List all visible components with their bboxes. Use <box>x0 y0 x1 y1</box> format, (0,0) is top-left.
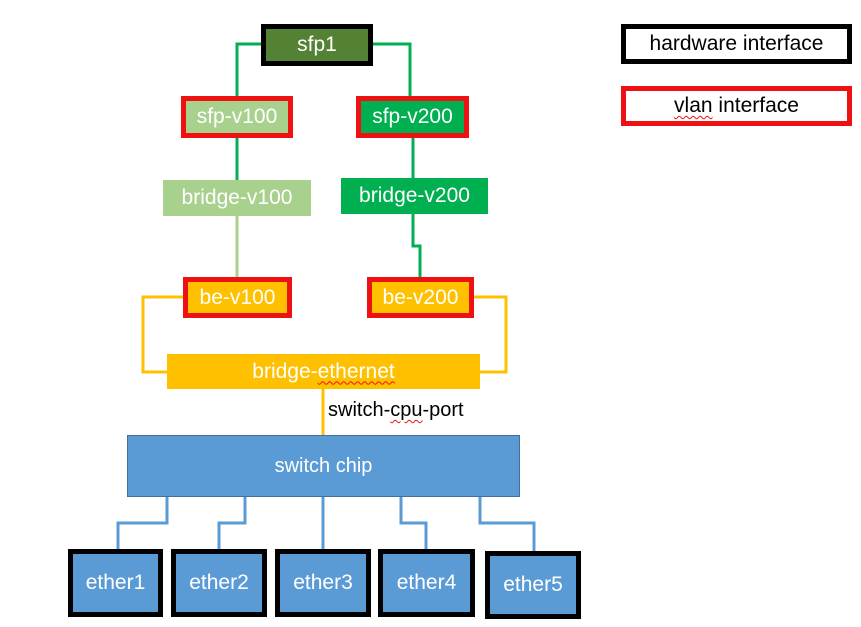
bridge-v200-node: bridge-v200 <box>341 178 488 214</box>
sfp-v100-node: sfp-v100 <box>181 96 293 138</box>
legend-hardware-label: hardware interface <box>649 32 824 55</box>
link-be-v100-bridge-ethernet <box>141 295 184 374</box>
sfp-v200-node: sfp-v200 <box>356 96 469 138</box>
legend-hardware-interface: hardware interface <box>621 24 852 64</box>
ether3-node: ether3 <box>275 549 371 617</box>
bridge-v200-label: bridge-v200 <box>359 184 470 207</box>
legend-vlan-suffix: interface <box>712 94 799 117</box>
bridge-ethernet-label: bridge-ethernet <box>252 360 394 384</box>
sfp-v200-label: sfp-v200 <box>372 105 453 128</box>
be-v200-node: be-v200 <box>367 277 474 318</box>
sfp1-node: sfp1 <box>261 24 373 66</box>
link-switch-ether5 <box>478 496 536 552</box>
switch-cpu-port-label: switch-cpu-port <box>328 399 464 422</box>
ether1-node: ether1 <box>68 549 163 617</box>
legend-vlan-interface: vlan interface <box>621 86 852 126</box>
ether5-label: ether5 <box>503 573 563 596</box>
be-v100-label: be-v100 <box>199 285 276 309</box>
cpu-port-word: cpu <box>390 399 423 421</box>
ether5-node: ether5 <box>485 551 581 619</box>
cpu-port-suffix: -port <box>422 399 464 421</box>
bridge-ethernet-node: bridge-ethernet <box>167 354 480 389</box>
link-switch-ether4 <box>399 496 428 550</box>
bridge-v100-node: bridge-v100 <box>163 180 311 216</box>
cpu-port-prefix: switch- <box>328 399 391 421</box>
link-sfp1-sfp-v100 <box>235 42 263 97</box>
switch-chip-label: switch chip <box>274 454 373 477</box>
sfp1-label: sfp1 <box>297 33 337 56</box>
bridge-v100-label: bridge-v100 <box>181 186 293 209</box>
link-be-v200-bridge-ethernet <box>472 295 508 374</box>
ether1-label: ether1 <box>85 571 146 594</box>
ether4-label: ether4 <box>396 571 457 594</box>
legend-vlan-word: vlan <box>674 94 713 117</box>
ether4-node: ether4 <box>378 549 475 617</box>
switch-chip-node: switch chip <box>127 435 520 497</box>
ether2-node: ether2 <box>171 549 267 617</box>
ether3-label: ether3 <box>293 571 353 594</box>
sfp-v100-label: sfp-v100 <box>196 105 278 128</box>
link-sfp1-sfp-v200 <box>371 42 412 97</box>
ether2-label: ether2 <box>189 571 249 594</box>
link-bridge-v200-be-v200 <box>411 214 422 278</box>
bridge-ethernet-label-prefix: bridge- <box>252 359 318 383</box>
link-switch-ether1 <box>116 496 169 550</box>
legend-vlan-label: vlan interface <box>674 94 799 118</box>
link-switch-ether2 <box>217 496 247 550</box>
bridge-ethernet-label-word: ethernet <box>317 359 395 383</box>
be-v100-node: be-v100 <box>183 277 292 318</box>
be-v200-label: be-v200 <box>382 285 459 309</box>
